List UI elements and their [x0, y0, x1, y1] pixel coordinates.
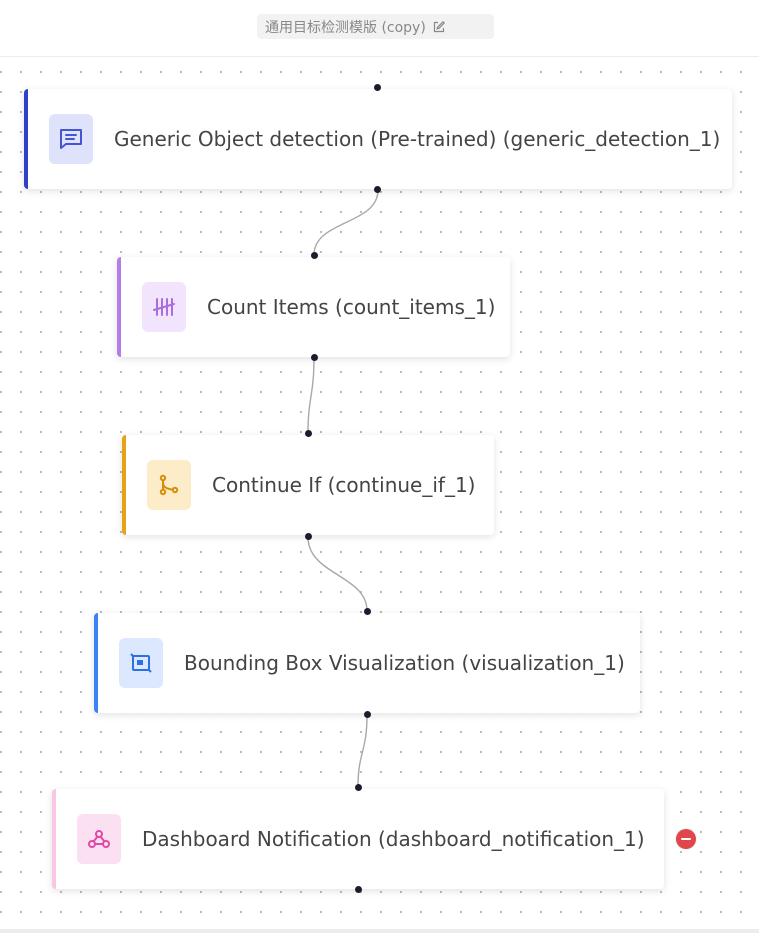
bottom-divider: [0, 929, 759, 933]
edit-icon[interactable]: [432, 20, 446, 34]
node-label: Continue If (continue_if_1): [212, 473, 476, 497]
node-output-handle[interactable]: [305, 533, 312, 540]
node-label: Bounding Box Visualization (visualizatio…: [184, 651, 625, 675]
node-count-items[interactable]: Count Items (count_items_1): [117, 257, 510, 357]
webhook-icon: [77, 814, 121, 864]
node-input-handle[interactable]: [311, 252, 318, 259]
node-output-handle[interactable]: [374, 186, 381, 193]
node-label: Dashboard Notification (dashboard_notifi…: [142, 827, 645, 851]
node-output-handle[interactable]: [355, 886, 362, 893]
branch-icon: [147, 460, 191, 510]
bounding-box-icon: [119, 638, 163, 688]
node-label: Count Items (count_items_1): [207, 295, 496, 319]
header-bar: 通用目标检测模版 (copy): [0, 0, 759, 57]
minus-icon: [681, 838, 691, 840]
node-input-handle[interactable]: [374, 84, 381, 91]
node-bounding-box-visualization[interactable]: Bounding Box Visualization (visualizatio…: [94, 613, 640, 713]
node-label: Generic Object detection (Pre-trained) (…: [114, 127, 721, 151]
node-input-handle[interactable]: [364, 608, 371, 615]
tally-marks-icon: [142, 282, 186, 332]
workflow-title[interactable]: 通用目标检测模版 (copy): [257, 14, 494, 39]
remove-node-button[interactable]: [676, 829, 696, 849]
workflow-title-text: 通用目标检测模版 (copy): [265, 19, 426, 36]
node-generic-detection[interactable]: Generic Object detection (Pre-trained) (…: [24, 89, 732, 189]
chat-lines-icon: [49, 114, 93, 164]
node-output-handle[interactable]: [364, 711, 371, 718]
node-input-handle[interactable]: [305, 430, 312, 437]
node-dashboard-notification[interactable]: Dashboard Notification (dashboard_notifi…: [52, 789, 664, 889]
node-continue-if[interactable]: Continue If (continue_if_1): [122, 435, 494, 535]
node-output-handle[interactable]: [311, 354, 318, 361]
node-input-handle[interactable]: [355, 784, 362, 791]
